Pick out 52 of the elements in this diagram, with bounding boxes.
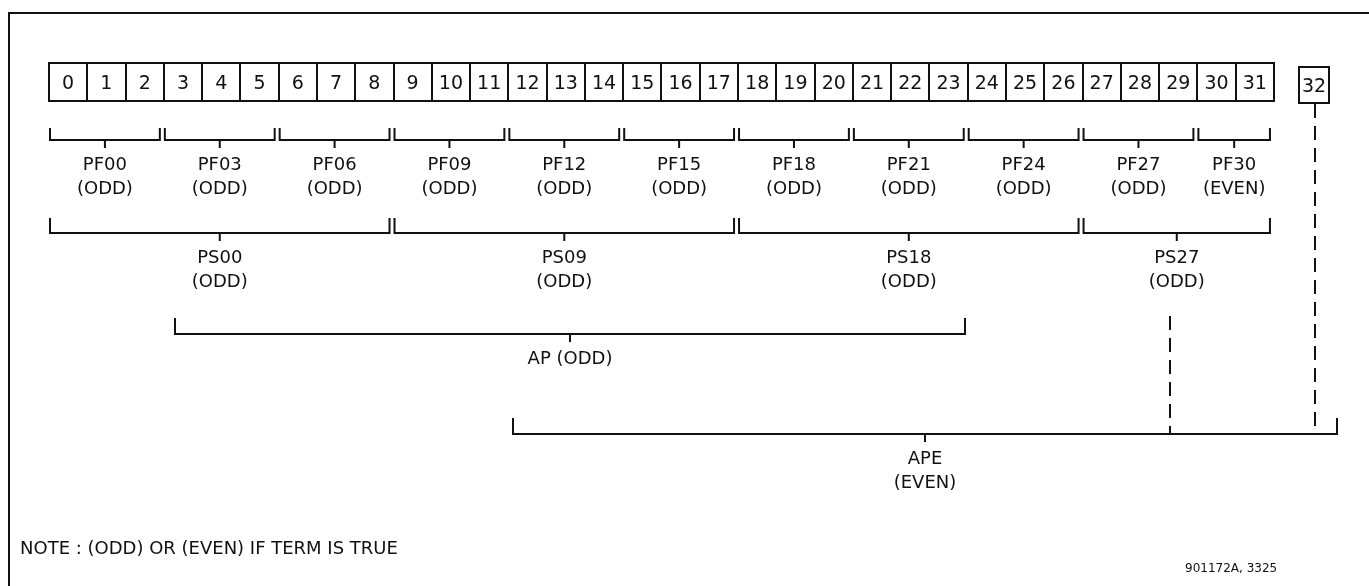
parity-term-label: PF03 (ODD): [190, 152, 249, 200]
parity-term-label: PS18 (ODD): [879, 245, 938, 293]
bit-cell: 3: [162, 62, 204, 102]
bit-cell: 8: [354, 62, 395, 102]
parity-term-label: PF21 (ODD): [879, 152, 938, 200]
bit-cell: 19: [775, 62, 816, 102]
parity-term-label: PF00 (ODD): [75, 152, 134, 200]
parity-term-label: PF30 (EVEN): [1201, 152, 1267, 200]
bit-cell: 7: [315, 62, 357, 102]
bit-cell: 0: [48, 62, 89, 102]
bit-cell: 13: [545, 62, 586, 102]
bit-cell: 16: [660, 62, 701, 102]
parity-term-label: PF06 (ODD): [305, 152, 364, 200]
parity-term-label: PS27 (ODD): [1147, 245, 1206, 293]
bit-cell: 15: [622, 62, 663, 102]
bit-cell: 23: [928, 62, 969, 102]
figure-number: 901172A, 3325: [1185, 560, 1278, 577]
bit-cell: 17: [698, 62, 739, 102]
bit-cell: 11: [469, 62, 510, 102]
note-text: NOTE : (ODD) OR (EVEN) IF TERM IS TRUE: [20, 536, 398, 560]
parity-term-label: AP (ODD): [526, 346, 614, 370]
bit-cell: 32: [1298, 66, 1330, 104]
bit-cell: 2: [124, 62, 165, 102]
bit-cell: 27: [1081, 62, 1122, 102]
bit-cell: 10: [430, 62, 472, 102]
bit-cell: 22: [890, 62, 931, 102]
bit-cell: 31: [1234, 62, 1275, 102]
parity-term-label: PF09 (ODD): [420, 152, 479, 200]
parity-term-label: PS00 (ODD): [190, 245, 249, 293]
bit-cell: 24: [966, 62, 1007, 102]
bit-cell: 5: [239, 62, 280, 102]
parity-term-label: PF12 (ODD): [535, 152, 594, 200]
parity-term-label: PF24 (ODD): [994, 152, 1053, 200]
bit-cell: 28: [1119, 62, 1161, 102]
bit-cell: 6: [277, 62, 318, 102]
bit-cell: 30: [1196, 62, 1237, 102]
bit-cell: 18: [737, 62, 778, 102]
parity-term-label: PS09 (ODD): [535, 245, 594, 293]
bit-cell: 21: [851, 62, 893, 102]
bit-cell: 4: [201, 62, 242, 102]
bit-cell: 20: [813, 62, 854, 102]
bit-cell: 14: [583, 62, 625, 102]
bit-cell: 9: [392, 62, 433, 102]
parity-term-label: PF18 (ODD): [765, 152, 823, 200]
parity-term-label: PF15 (ODD): [650, 152, 709, 200]
bit-cell: 29: [1158, 62, 1199, 102]
parity-term-label: APE (EVEN): [892, 446, 958, 494]
bit-cell: 26: [1043, 62, 1084, 102]
bit-cell: 12: [507, 62, 548, 102]
parity-term-label: PF27 (ODD): [1109, 152, 1168, 200]
bit-cell: 25: [1005, 62, 1046, 102]
bit-cell: 1: [86, 62, 127, 102]
